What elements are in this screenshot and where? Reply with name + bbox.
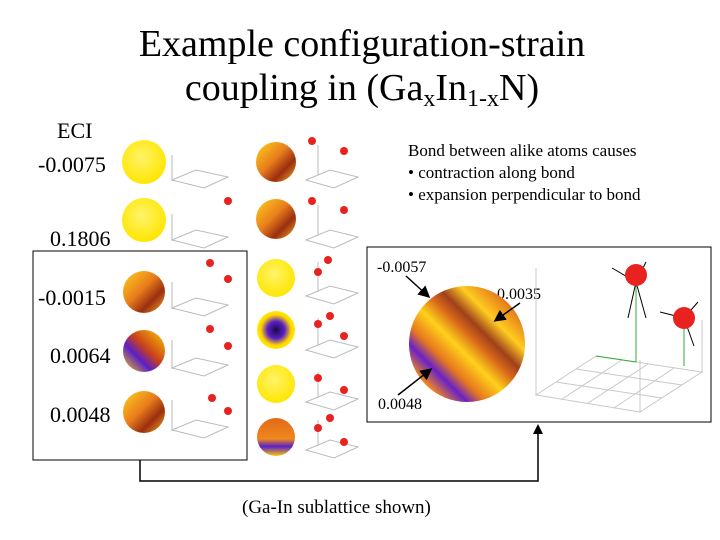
atom	[224, 342, 232, 350]
atom	[340, 386, 348, 394]
sphere-row4-b	[257, 311, 295, 349]
atom	[340, 438, 348, 446]
eci-value-3: -0.0015	[38, 285, 106, 310]
atom	[324, 256, 332, 264]
inset-lattice	[534, 261, 704, 413]
inset-label-top: -0.0057	[377, 259, 427, 276]
sphere-row1-a	[122, 140, 166, 184]
atom	[314, 320, 322, 328]
atom	[340, 332, 348, 340]
sphere-row1-b	[256, 142, 296, 182]
atom	[206, 259, 214, 267]
arrow-bottom	[397, 368, 433, 396]
sphere-row6-b	[257, 418, 295, 456]
lattice-row1-a	[170, 155, 230, 189]
atom	[340, 147, 348, 155]
atom	[314, 374, 322, 382]
eci-value-5: 0.0048	[50, 402, 111, 427]
connector	[139, 432, 539, 482]
sphere-row4-a	[123, 330, 165, 372]
inset-label-bottom: 0.0048	[378, 396, 422, 413]
eci-value-4: 0.0064	[50, 343, 111, 368]
atom	[208, 394, 216, 402]
lattice-row3-b	[304, 262, 360, 305]
lattice-row5-b	[304, 372, 360, 411]
atom	[326, 414, 334, 422]
lattice-row2-b	[304, 205, 360, 249]
inset-box	[366, 246, 712, 423]
atom	[314, 424, 322, 432]
eci-value-2: 0.1806	[50, 226, 111, 251]
inset-atom-2	[673, 307, 695, 329]
atom	[308, 197, 316, 205]
title-line-1: Example configuration-strain	[138, 23, 586, 65]
atom	[206, 325, 214, 333]
connector-arrowhead	[533, 424, 543, 434]
atom	[308, 137, 316, 145]
sphere-row2-a	[122, 198, 166, 242]
eci-value-1: -0.0075	[38, 152, 106, 177]
sphere-row3-a	[123, 271, 165, 313]
lattice-row2-a	[170, 214, 230, 249]
sphere-row5-b	[257, 365, 295, 403]
arrow-right	[493, 302, 521, 322]
atom	[224, 197, 232, 205]
page-title: Example configuration-strain coupling in…	[0, 22, 720, 112]
lattice-row5-a	[170, 400, 230, 439]
lattice-row4-b	[304, 318, 360, 359]
bond-note: Bond between alike atoms causes • contra…	[408, 140, 641, 206]
atom	[224, 275, 232, 283]
bond-note-line-2: • contraction along bond	[408, 163, 575, 182]
arrow-top	[405, 275, 431, 299]
sphere-row5-a	[123, 391, 165, 433]
inset-atom-1	[625, 264, 647, 286]
lattice-row4-a	[170, 340, 230, 377]
bond-note-line-3: • expansion perpendicular to bond	[408, 185, 641, 204]
lattice-row1-b	[304, 145, 360, 189]
caption: (Ga-In sublattice shown)	[242, 497, 431, 518]
sphere-row2-b	[256, 199, 296, 239]
lattice-row3-a	[170, 282, 230, 317]
lattice-row6-b	[304, 420, 360, 459]
eci-header: ECI	[57, 118, 93, 143]
atom	[340, 206, 348, 214]
atom	[314, 268, 322, 276]
title-line-2: coupling in (GaxIn1-xN)	[184, 67, 540, 112]
atom	[224, 407, 232, 415]
sphere-row3-b	[257, 259, 295, 297]
bond-note-line-1: Bond between alike atoms causes	[408, 141, 637, 160]
inset-sphere	[409, 286, 525, 402]
inset-label-right: 0.0035	[497, 286, 541, 303]
atom	[326, 312, 334, 320]
